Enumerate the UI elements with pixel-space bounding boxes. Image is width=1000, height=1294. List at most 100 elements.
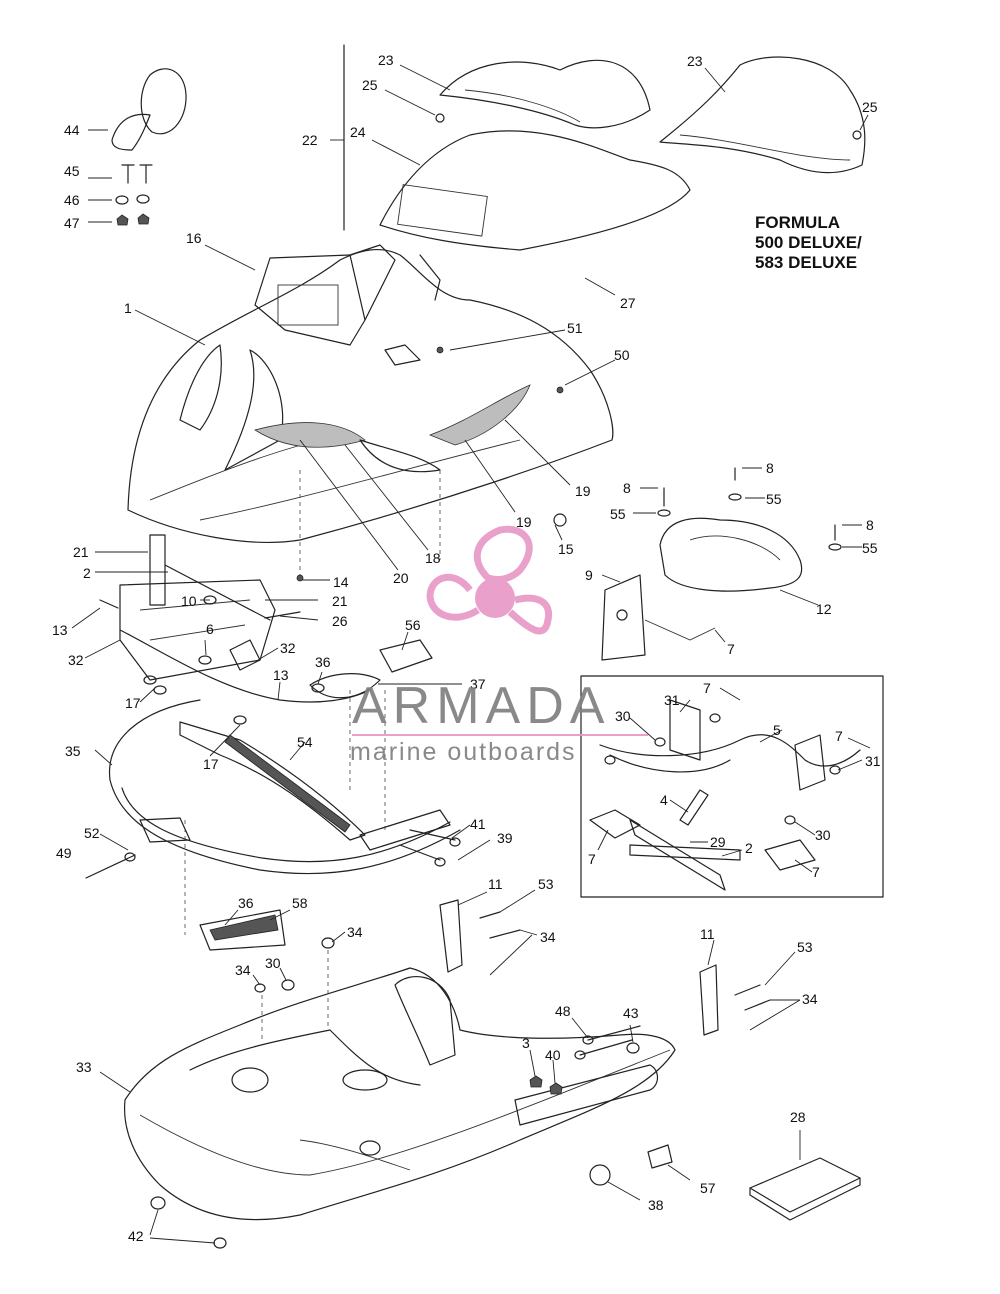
- leader-lines-middle: [71, 551, 491, 861]
- model-note-line-3: 583 DELUXE: [755, 253, 857, 272]
- callout-23-deluxe-seat-cover: 23: [687, 53, 703, 69]
- model-note-line-1: FORMULA: [755, 213, 840, 232]
- callout-34-middle: 34: [347, 924, 363, 940]
- inset-callout-5: 5: [773, 722, 781, 738]
- callout-53-left: 53: [538, 876, 554, 892]
- callout-23-seat-cover: 23: [378, 52, 394, 68]
- callout-34-lower-left: 34: [235, 962, 251, 978]
- callout-1-hood: 1: [124, 300, 132, 316]
- callout-36-upper: 36: [315, 654, 331, 670]
- inset-callout-31-right: 31: [865, 753, 881, 769]
- armada-watermark: ARMADA marine outboards: [350, 525, 648, 766]
- callout-55-left: 55: [610, 506, 626, 522]
- seat-assembly: [330, 44, 866, 251]
- callout-32-left: 32: [68, 652, 84, 668]
- callout-33-bottom-pan: 33: [76, 1059, 92, 1075]
- callout-25-rivet: 25: [362, 77, 378, 93]
- callout-37: 37: [470, 676, 486, 692]
- callout-16-windshield-frame: 16: [186, 230, 202, 246]
- callout-19-grille-left: 19: [516, 514, 532, 530]
- callout-38: 38: [648, 1197, 664, 1213]
- callout-58: 58: [292, 895, 308, 911]
- inset-callout-30-right: 30: [815, 827, 831, 843]
- bottom-pan: [123, 899, 861, 1249]
- callout-46-washer: 46: [64, 192, 80, 208]
- inset-callout-29: 29: [710, 834, 726, 850]
- callout-14: 14: [333, 574, 349, 590]
- callout-25-deluxe-rivet: 25: [862, 99, 878, 115]
- callout-labels: 23 25 24 22 23 25 FORMULA 500 DELUXE/ 58…: [52, 52, 881, 1244]
- callout-57: 57: [700, 1180, 716, 1196]
- callout-43: 43: [623, 1005, 639, 1021]
- callout-22-seat-assembly: 22: [302, 132, 318, 148]
- front-frame: [85, 534, 461, 935]
- callout-52: 52: [84, 825, 100, 841]
- callout-19-grille-right: 19: [575, 483, 591, 499]
- callout-8-right: 8: [866, 517, 874, 533]
- leader-lines-lower: [99, 889, 801, 1244]
- callout-34-left: 34: [540, 929, 556, 945]
- leader-lines-upper: [134, 64, 869, 571]
- callout-30-lower: 30: [265, 955, 281, 971]
- callout-36-lower: 36: [238, 895, 254, 911]
- callout-24-seat-base: 24: [350, 124, 366, 140]
- callout-47-nut: 47: [64, 215, 80, 231]
- watermark-subtitle: marine outboards: [350, 738, 577, 766]
- callout-41: 41: [470, 816, 486, 832]
- callout-11-left: 11: [488, 876, 503, 892]
- watermark-title: ARMADA: [352, 677, 610, 735]
- callout-8-top: 8: [766, 460, 774, 476]
- callout-34-right: 34: [802, 991, 818, 1007]
- callout-35-bumper: 35: [65, 743, 81, 759]
- callout-3: 3: [522, 1035, 530, 1051]
- callout-44-mirror: 44: [64, 122, 80, 138]
- mirror-assembly: [88, 68, 187, 226]
- callout-7-upper: 7: [727, 641, 735, 657]
- inset-callout-7-bottom: 7: [812, 864, 820, 880]
- callout-55-top: 55: [766, 491, 782, 507]
- callout-15: 15: [558, 541, 574, 557]
- right-side-panel: [601, 467, 862, 661]
- callout-54-ski: 54: [297, 734, 313, 750]
- propeller-logo-icon: [426, 525, 553, 635]
- callout-32-right: 32: [280, 640, 296, 656]
- callout-17-right: 17: [203, 756, 219, 772]
- callout-50: 50: [614, 347, 630, 363]
- callout-48: 48: [555, 1003, 571, 1019]
- callout-26: 26: [332, 613, 348, 629]
- callout-56: 56: [405, 617, 421, 633]
- callout-27-emblem: 27: [620, 295, 636, 311]
- callout-39: 39: [497, 830, 513, 846]
- callout-21-upper: 21: [73, 544, 89, 560]
- callout-42: 42: [128, 1228, 144, 1244]
- inset-callout-4: 4: [660, 792, 668, 808]
- inset-callout-31-left: 31: [664, 692, 680, 708]
- callout-20: 20: [393, 570, 409, 586]
- callout-51: 51: [567, 320, 583, 336]
- callout-13-middle: 13: [273, 667, 289, 683]
- callout-40: 40: [545, 1047, 561, 1063]
- inset-callout-30-left: 30: [615, 708, 631, 724]
- callout-13-left: 13: [52, 622, 68, 638]
- callout-18: 18: [425, 550, 441, 566]
- inset-callout-2: 2: [745, 840, 753, 856]
- inset-callout-7-left: 7: [588, 851, 596, 867]
- callout-12: 12: [816, 601, 832, 617]
- callout-55-right: 55: [862, 540, 878, 556]
- callout-21-lower: 21: [332, 593, 348, 609]
- inset-callout-7-right: 7: [835, 728, 843, 744]
- inset-detail: [580, 675, 884, 898]
- callout-17-left: 17: [125, 695, 141, 711]
- callout-2-upper: 2: [83, 565, 91, 581]
- hood: [127, 244, 614, 582]
- inset-callout-7-top: 7: [703, 680, 711, 696]
- callout-6: 6: [206, 621, 214, 637]
- callout-28: 28: [790, 1109, 806, 1125]
- callout-10: 10: [181, 593, 197, 609]
- callout-45-screw: 45: [64, 163, 80, 179]
- model-note-line-2: 500 DELUXE/: [755, 233, 862, 252]
- callout-8-left: 8: [623, 480, 631, 496]
- callout-11-right: 11: [700, 926, 715, 942]
- callout-53-right: 53: [797, 939, 813, 955]
